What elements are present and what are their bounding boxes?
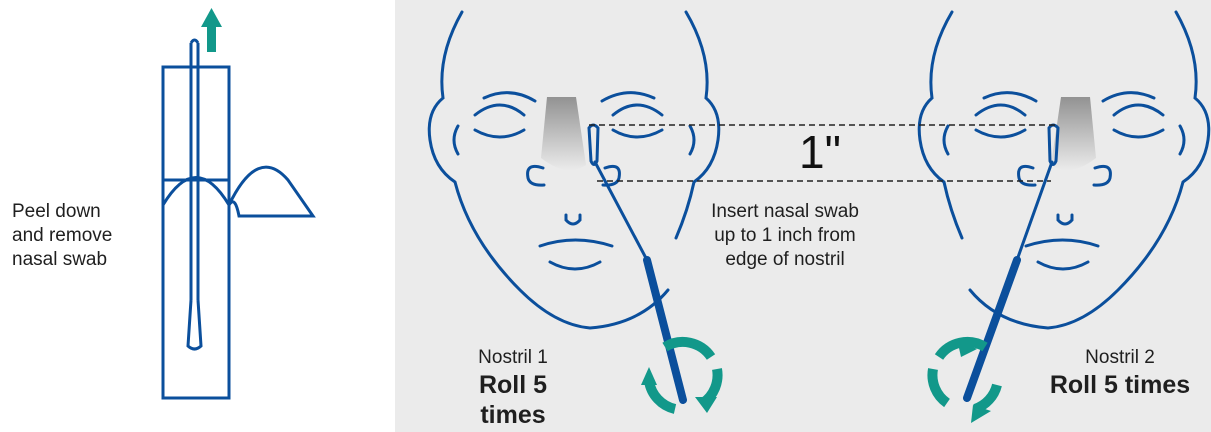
peel-instruction: Peel down and remove nasal swab [12, 200, 152, 272]
nostril-2-action: Roll 5 times [1040, 370, 1200, 400]
nostril-1-caption: Nostril 1 Roll 5 times [443, 346, 583, 430]
insert-instruction: Insert nasal swab up to 1 inch from edge… [700, 200, 870, 272]
swab-in-package [191, 40, 198, 300]
swab-tip-in-package [188, 300, 201, 349]
up-arrow-icon [201, 8, 222, 52]
nostril-2-caption: Nostril 2 Roll 5 times [1040, 346, 1200, 400]
nostril-1-action: Roll 5 times [443, 370, 583, 430]
distance-label: 1" [780, 127, 860, 177]
nostril-2-label: Nostril 2 [1040, 346, 1200, 370]
nostril-1-label: Nostril 1 [443, 346, 583, 370]
peeled-flap [163, 167, 313, 216]
swab-package [163, 40, 313, 398]
